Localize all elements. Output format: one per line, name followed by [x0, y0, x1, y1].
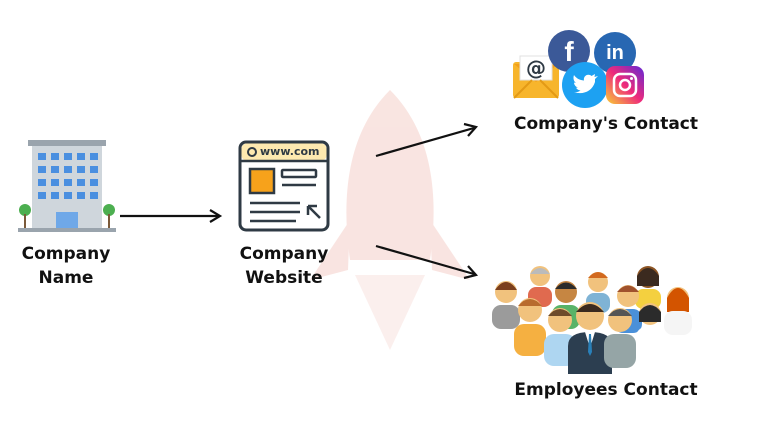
company-website-label: Company Website — [239, 244, 329, 288]
social-icons-cluster: @ f in — [508, 30, 648, 110]
email-at-glyph: @ — [526, 56, 546, 80]
instagram-icon — [606, 66, 644, 104]
employees-group-icon — [492, 266, 692, 374]
email-icon: @ — [512, 54, 560, 100]
arrow-website-to-company-contact — [375, 122, 479, 158]
company-building-icon — [18, 140, 116, 232]
arrow-company-to-website — [120, 209, 223, 223]
employees-contact-label: Employees Contact — [514, 380, 698, 400]
website-browser-icon: www.com — [238, 140, 330, 232]
website-url-text: www.com — [260, 145, 320, 158]
company-contact-label: Company's Contact — [514, 114, 698, 134]
twitter-icon — [562, 62, 608, 108]
rocket-watermark — [310, 90, 470, 350]
company-name-label: Company Name — [21, 244, 111, 288]
arrow-website-to-employees-contact — [375, 244, 479, 280]
